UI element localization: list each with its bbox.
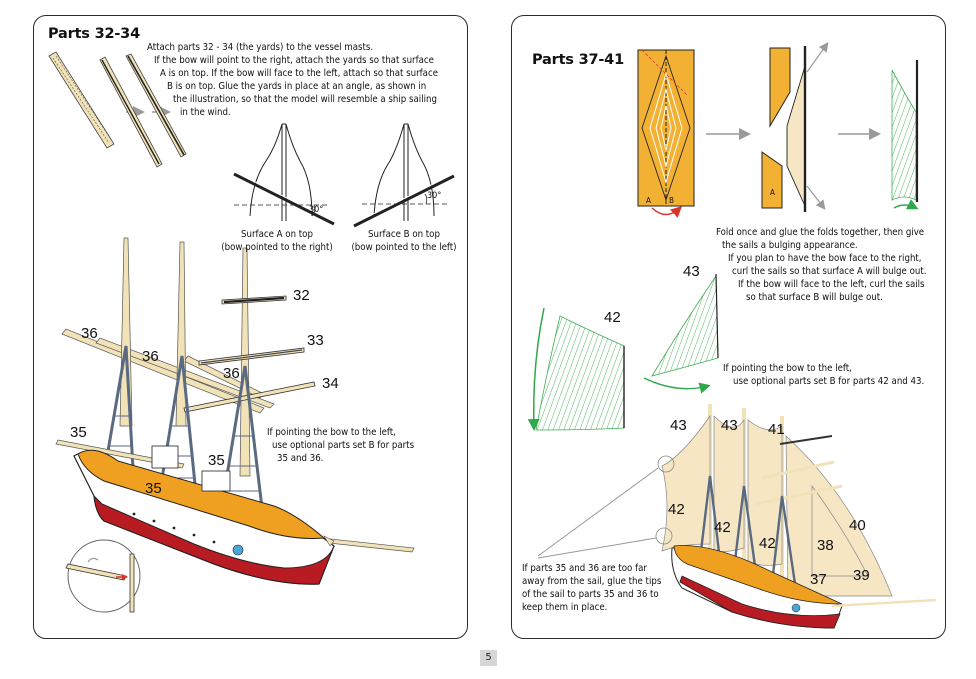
instruction-line: A is on top. If the bow will face to the… [160, 68, 439, 79]
angle-label-b: 30° [427, 191, 442, 201]
sail-label-37: 37 [810, 571, 827, 588]
sails-assembly-illustration [527, 42, 937, 629]
part-label-36: 36 [223, 365, 240, 382]
part-label-32: 32 [293, 287, 310, 304]
yard-strip-full [48, 51, 115, 149]
instruction-line: B is on top. Glue the yards in place at … [167, 81, 427, 92]
page-number: 5 [480, 650, 497, 666]
sail-label-43: 43 [721, 417, 738, 434]
sail-label-38: 38 [817, 537, 834, 554]
part-label-36: 36 [81, 325, 98, 342]
surface-b-mark: B [669, 196, 674, 205]
caption-surface-b-note: (bow pointed to the left) [351, 242, 457, 253]
flat-sail-part [637, 49, 695, 218]
part-label-33: 33 [307, 332, 324, 349]
sail-label-41: 41 [768, 421, 785, 438]
right-instruction-panel: Parts 37-41 A B A Fold once and glue the… [511, 15, 946, 639]
instruction-line: the illustration, so that the model will… [173, 94, 437, 105]
optional-note-line: use optional parts set B for parts 42 an… [733, 376, 925, 387]
surface-a-diagram [233, 123, 336, 226]
sail-43-part [643, 273, 719, 394]
surface-b-diagram [352, 123, 455, 228]
sail-label-42: 42 [668, 501, 685, 518]
sail-42-part [527, 307, 625, 431]
part-label-43: 43 [683, 263, 700, 280]
surface-a-mark: A [770, 188, 775, 197]
optional-note-line: If pointing the bow to the left, [267, 427, 396, 438]
tips-note-line: If parts 35 and 36 are too far [522, 563, 647, 574]
caption-surface-b: Surface B on top [368, 229, 440, 240]
sail-label-43: 43 [670, 417, 687, 434]
section-title: Parts 32-34 [48, 26, 140, 42]
sail-label-42: 42 [714, 519, 731, 536]
sail-label-40: 40 [849, 517, 866, 534]
fold-note-line: curl the sails so that surface A will bu… [732, 266, 927, 277]
fold-note-line: If you plan to have the bow face to the … [728, 253, 922, 264]
yards-assembly-illustration [48, 51, 455, 613]
tips-note-line: of the sail to parts 35 and 36 to [522, 589, 659, 600]
section-title: Parts 37-41 [532, 52, 624, 68]
fold-note-line: so that surface B will bulge out. [746, 292, 883, 303]
glued-sail-part [891, 60, 919, 210]
sail-label-39: 39 [853, 567, 870, 584]
surface-a-mark: A [646, 196, 651, 205]
part-label-35: 35 [145, 480, 162, 497]
tips-note-line: keep them in place. [522, 602, 608, 613]
angle-label-a: 30° [309, 205, 324, 215]
part-label-35: 35 [208, 452, 225, 469]
fold-note-line: Fold once and glue the folds together, t… [716, 227, 925, 238]
ship-with-sails [537, 404, 937, 629]
instruction-line: If the bow will point to the right, atta… [154, 55, 434, 66]
caption-surface-a-note: (bow pointed to the right) [221, 242, 333, 253]
optional-note-line: use optional parts set B for parts [272, 440, 415, 451]
fold-note-line: If the bow will face to the left, curl t… [738, 279, 925, 290]
left-instruction-panel: Parts 32-34 Attach parts 32 - 34 (the ya… [33, 15, 468, 639]
detail-zoom-inset [65, 539, 141, 613]
instruction-line: Attach parts 32 - 34 (the yards) to the … [147, 42, 374, 53]
tips-note-line: away from the sail, glue the tips [522, 576, 662, 587]
folding-sail-part [761, 42, 829, 212]
part-label-35: 35 [70, 424, 87, 441]
fold-note-line: the sails a bulging appearance. [722, 240, 858, 251]
optional-note-line: If pointing the bow to the left, [723, 363, 852, 374]
yard-strip-assembled [125, 53, 187, 158]
ship-with-yards [55, 237, 415, 585]
caption-surface-a: Surface A on top [241, 229, 313, 240]
yard-strip-folded [99, 56, 163, 168]
part-label-42: 42 [604, 309, 621, 326]
instruction-line: in the wind. [180, 107, 231, 118]
optional-note-line: 35 and 36. [277, 453, 324, 464]
part-label-36: 36 [142, 348, 159, 365]
sail-label-42: 42 [759, 535, 776, 552]
part-label-34: 34 [322, 375, 339, 392]
